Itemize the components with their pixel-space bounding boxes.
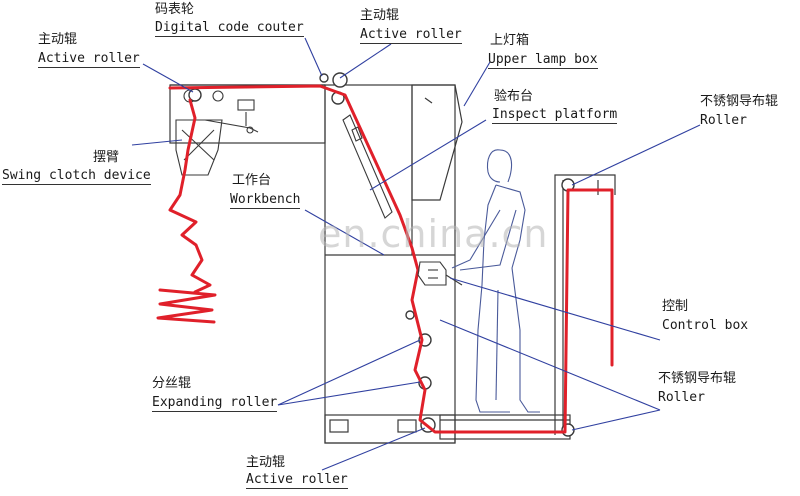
inspect-platform-zh: 验布台	[494, 89, 534, 104]
active-roller-left-zh: 主动辊	[38, 32, 78, 47]
active-roller-top-en: Active roller	[360, 27, 462, 44]
right-frame	[554, 174, 616, 435]
fabric-path	[156, 84, 614, 434]
guide-roller-mid	[405, 310, 415, 320]
swing-cloth-device-en: Swing clotch device	[2, 168, 151, 185]
control-box-zh: 控制	[662, 299, 689, 314]
workbench-en: Workbench	[230, 192, 301, 209]
roller-right-bottom-en: Roller	[658, 390, 705, 405]
operator-figure	[451, 149, 540, 413]
control-box	[417, 261, 463, 286]
active-roller-top-a	[332, 72, 348, 88]
active-roller-top-zh: 主动辊	[360, 8, 400, 23]
roller-right-top-zh: 不锈钢导布辊	[700, 94, 779, 109]
swing-cloth-device-zh: 摆臂	[93, 150, 120, 165]
active-roller-left-en: Active roller	[38, 51, 140, 68]
roller-right-top-en: Roller	[700, 113, 747, 128]
expanding-roller-zh: 分丝辊	[152, 376, 192, 391]
upper-lamp-box	[411, 84, 463, 201]
watermark: en.china.cn	[318, 212, 549, 256]
swing-cloth-device	[175, 89, 259, 176]
platform-floor	[439, 414, 571, 440]
roller-right-bottom-zh: 不锈钢导布辊	[658, 371, 737, 386]
upper-lamp-box-en: Upper lamp box	[488, 52, 598, 69]
inspect-platform	[342, 114, 393, 219]
active-roller-bottom-en: Active roller	[246, 472, 348, 489]
digital-code-counter-zh: 码表轮	[155, 2, 195, 17]
upper-lamp-box-zh: 上灯箱	[490, 33, 530, 48]
control-box-en: Control box	[662, 318, 749, 333]
digital-code-counter-en: Digital code couter	[155, 20, 304, 37]
active-roller-bottom-zh: 主动辊	[246, 455, 286, 470]
inspect-platform-en: Inspect platform	[492, 107, 618, 124]
expanding-roller-en: Expanding roller	[152, 395, 278, 412]
workbench-zh: 工作台	[232, 173, 272, 188]
leader-lines	[131, 37, 701, 471]
machine-body	[324, 84, 456, 444]
